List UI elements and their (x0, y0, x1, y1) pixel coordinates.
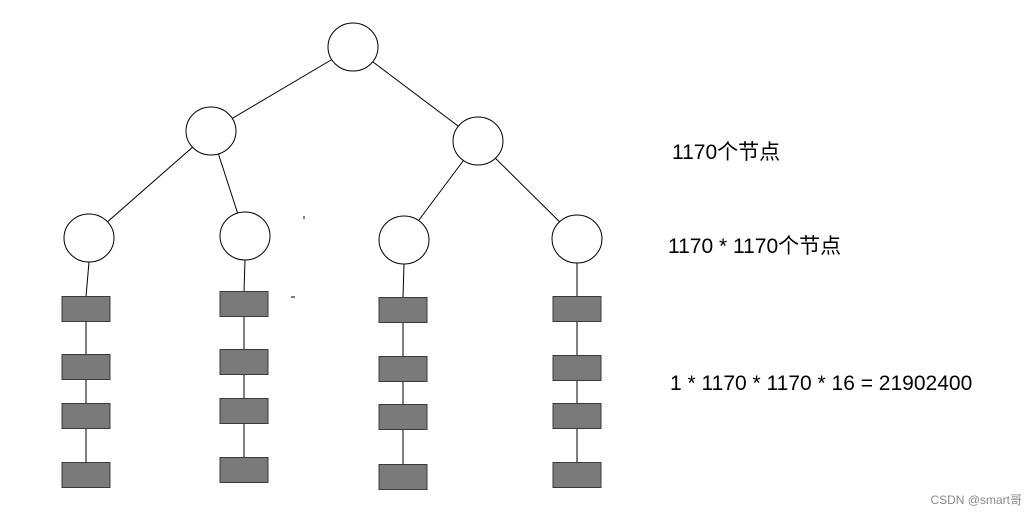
leaf-page (378, 464, 428, 490)
level1-node (185, 106, 237, 156)
leaf-page (552, 355, 602, 381)
level2-node (63, 213, 115, 263)
edge-root-to-level1 (210, 46, 354, 132)
leaf-page (61, 462, 111, 488)
leaf-page (378, 356, 428, 382)
leaf-page (61, 296, 111, 322)
leaf-page (552, 296, 602, 322)
leaf-page (219, 349, 269, 375)
csdn-watermark: CSDN @smart哥 (930, 493, 1022, 507)
tree-nodes (63, 22, 603, 265)
leaf-page (552, 403, 602, 429)
edge-root-to-level1 (352, 46, 479, 142)
leaf-page (378, 297, 428, 323)
level2-node (378, 215, 430, 265)
edge-level2-to-leaf (243, 259, 246, 292)
level2-node (219, 211, 271, 261)
edge-level1-to-level2 (88, 130, 212, 239)
tree-edges (85, 46, 578, 477)
leaf-page (219, 398, 269, 424)
leaf-page (378, 404, 428, 430)
stray-marks (291, 216, 305, 298)
leaf-page (219, 457, 269, 483)
level1-node (452, 116, 504, 166)
leaf-page (61, 354, 111, 380)
level1-node-count-label: 1170个节点 (672, 141, 781, 164)
edge-level2-to-leaf (85, 261, 90, 297)
leaf-page (552, 462, 602, 488)
leaf-page (219, 291, 269, 317)
level2-node-count-label: 1170 * 1170个节点 (668, 235, 842, 258)
total-records-formula: 1 * 1170 * 1170 * 16 = 21902400 (670, 372, 973, 395)
leaf-pages (61, 291, 602, 490)
leaf-page (61, 403, 111, 429)
level2-node (551, 214, 603, 264)
edge-level2-to-leaf (402, 263, 405, 298)
root-node (327, 22, 379, 72)
